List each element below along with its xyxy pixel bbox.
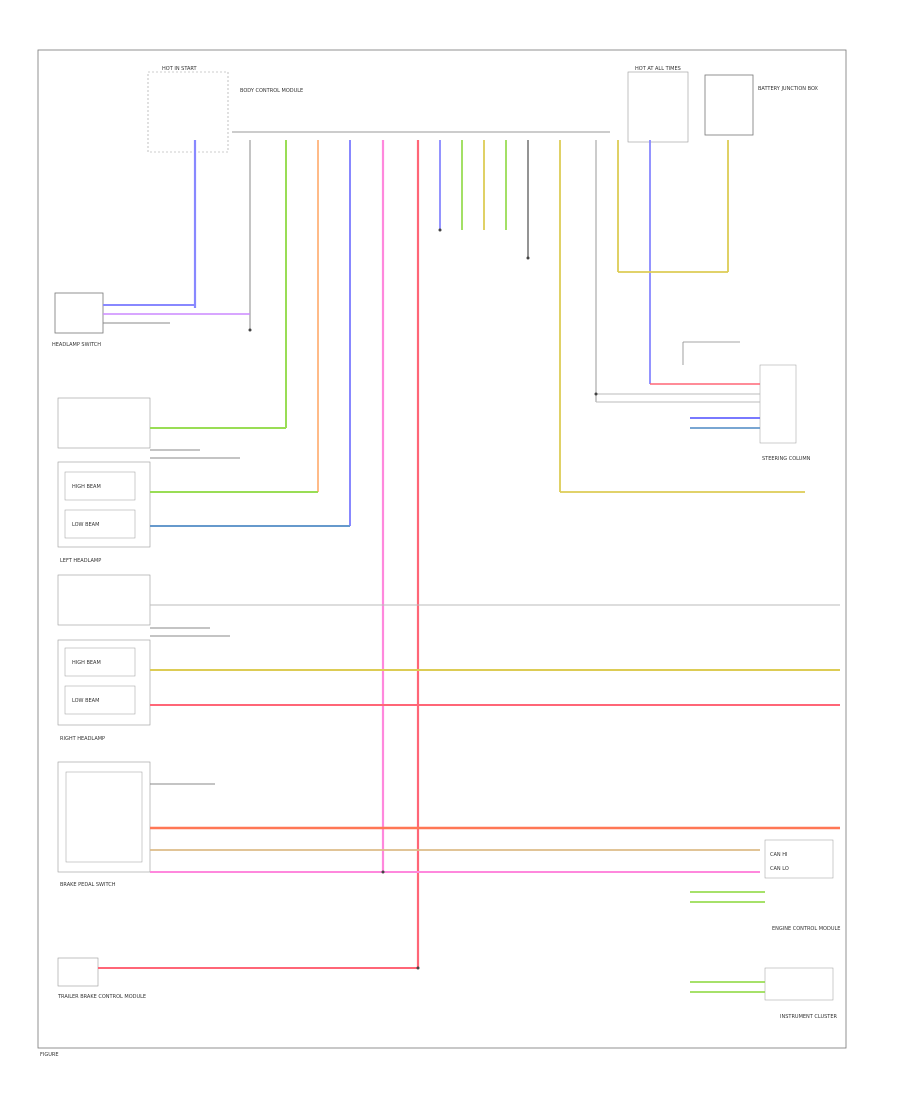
- hot-in-start-box: [147, 71, 229, 153]
- trailer-module-label: TRAILER BRAKE CONTROL MODULE: [57, 994, 146, 1000]
- ecm-connector-box: [764, 839, 834, 879]
- figure-label: FIGURE: [40, 1052, 59, 1058]
- splice-dot: [438, 228, 442, 232]
- right-high-beam-box: [64, 647, 136, 677]
- left-low-beam-label: LOW BEAM: [72, 522, 99, 528]
- splice-dot: [594, 392, 598, 396]
- right-headlamp-lower: [57, 639, 151, 726]
- headlamp-switch-box: [54, 292, 104, 334]
- instrument-cluster-label: INSTRUMENT CLUSTER: [780, 1014, 838, 1020]
- left-high-beam-label: HIGH BEAM: [72, 484, 101, 490]
- vertical-wires: [193, 140, 729, 968]
- outer-frame: [37, 49, 847, 1049]
- steering-column-box: [759, 364, 797, 444]
- hot-in-start-label: HOT IN START: [162, 66, 198, 72]
- ecm-label: ENGINE CONTROL MODULE: [772, 926, 840, 932]
- right-low-beam-label: LOW BEAM: [72, 698, 99, 704]
- brake-switch-outer: [57, 761, 151, 873]
- ecm-can-hi: CAN HI: [770, 852, 787, 858]
- steering-column-label: STEERING COLUMN: [762, 456, 811, 462]
- battery-junction-label: BATTERY JUNCTION BOX: [758, 86, 819, 92]
- right-high-beam-label: HIGH BEAM: [72, 660, 101, 666]
- splice-dot: [416, 966, 420, 970]
- right-headlamp-label: RIGHT HEADLAMP: [60, 736, 105, 742]
- left-high-beam-box: [64, 471, 136, 501]
- splice-dots: [248, 228, 598, 970]
- brake-switch-label: BRAKE PEDAL SWITCH: [60, 882, 116, 888]
- splice-dot: [526, 256, 530, 260]
- right-low-beam-box: [64, 685, 136, 715]
- left-low-beam-box: [64, 509, 136, 539]
- left-headlamp-label: LEFT HEADLAMP: [60, 558, 101, 564]
- right-headlamp-upper: [57, 574, 151, 626]
- hot-at-all-times-label: HOT AT ALL TIMES: [635, 66, 681, 72]
- battery-junction-box: [704, 74, 754, 136]
- splice-dot: [381, 870, 385, 874]
- splice-dot: [248, 328, 252, 332]
- headlamp-switch-label: HEADLAMP SWITCH: [52, 342, 101, 348]
- left-headlamp-lower: [57, 461, 151, 548]
- left-headlamp-upper: [57, 397, 151, 449]
- hot-at-all-times-box: [627, 71, 689, 143]
- central-module-label: BODY CONTROL MODULE: [240, 88, 303, 94]
- instrument-cluster-box: [764, 967, 834, 1001]
- ecm-can-lo: CAN LO: [770, 866, 789, 872]
- brake-switch-inner: [65, 771, 143, 863]
- trailer-module-box: [57, 957, 99, 987]
